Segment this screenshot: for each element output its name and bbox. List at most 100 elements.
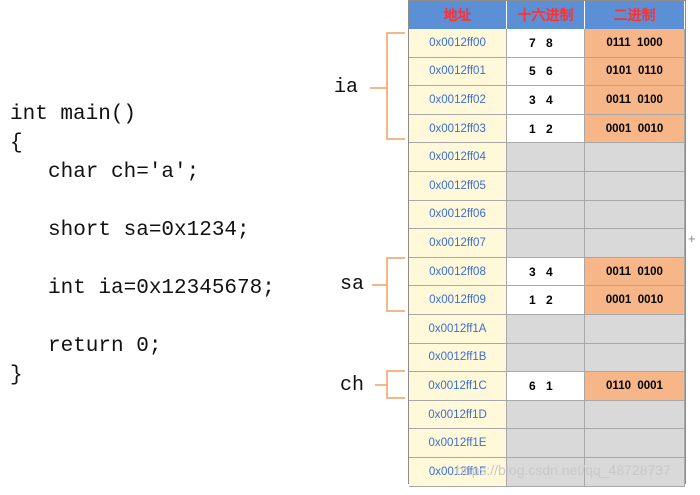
hex-cell [507,343,585,373]
code-line: } [10,364,23,387]
address-cell: 0x0012ff1A [409,314,507,344]
hex-digit: 8 [546,35,553,50]
binary-cell [585,343,685,373]
hex-cell [507,143,585,172]
binary-cell [585,143,685,172]
hex-digit: 2 [546,121,553,136]
hex-digit: 3 [529,264,536,279]
code-line: char ch='a'; [48,161,200,184]
hex-cell [507,457,585,487]
hex-digit: 6 [529,378,536,393]
label-ia: ia [334,76,359,99]
hex-cell [507,171,585,201]
label-ch: ch [340,374,365,397]
address-cell: 0x0012ff08 [409,257,507,287]
address-cell: 0x0012ff1B [409,343,507,373]
binary-cell [585,171,685,201]
table-row: 0x0012ff1B [409,343,685,373]
binary-cell: 0111 1000 [585,29,685,58]
binary-cell [585,457,685,487]
header-binary: 二进制 [585,1,685,29]
hex-digit: 7 [529,35,536,50]
table-header: 地址 十六进制 二进制 [409,1,685,29]
hex-cell [507,400,585,430]
hex-digit: 6 [546,64,553,79]
hex-digit: 1 [529,121,536,136]
table-row: 0x0012ff07 [409,229,685,258]
address-cell: 0x0012ff04 [409,143,507,172]
address-cell: 0x0012ff06 [409,200,507,230]
binary-cell: 0011 0100 [585,86,685,115]
address-cell: 0x0012ff07 [409,229,507,258]
code-line: int main() [10,103,137,126]
address-cell: 0x0012ff1C [409,372,507,401]
hex-digit: 3 [529,92,536,107]
binary-cell [585,229,685,258]
code-line: { [10,132,23,155]
hex-digit: 4 [546,92,553,107]
address-cell: 0x0012ff1D [409,400,507,430]
table-row: 0x0012ff05 [409,171,685,201]
hex-cell [507,429,585,458]
hex-digit: 1 [529,293,536,308]
sa-bracket [386,257,405,312]
binary-cell: 0110 0001 [585,372,685,401]
address-cell: 0x0012ff03 [409,114,507,144]
address-cell: 0x0012ff09 [409,286,507,315]
binary-cell: 0101 0110 [585,57,685,87]
hex-digit: 4 [546,264,553,279]
hex-digit: 5 [529,64,536,79]
table-row: 0x0012ff1A [409,314,685,344]
table-row: 0x0012ff1E [409,429,685,458]
address-cell: 0x0012ff1E [409,429,507,458]
binary-cell [585,400,685,430]
code-block: int main() { char ch='a'; short sa=0x1234; i… [10,100,275,390]
binary-cell [585,314,685,344]
binary-cell: 0001 0010 [585,286,685,315]
binary-cell [585,429,685,458]
plus-icon: + [688,231,696,246]
hex-digit: 2 [546,293,553,308]
table-row: 0x0012ff06 [409,200,685,230]
table-row: 0x0012ff04 [409,143,685,172]
hex-cell [507,229,585,258]
binary-cell: 0001 0010 [585,114,685,144]
watermark: https://blog.csdn.net/qq_48728737 [456,462,671,478]
binary-cell [585,200,685,230]
table-row: 0x0012ff1D [409,400,685,430]
table-row: 0x0012ff1F [409,457,685,487]
ia-bracket [386,32,405,140]
address-cell: 0x0012ff05 [409,171,507,201]
address-cell: 0x0012ff02 [409,86,507,115]
code-line: return 0; [48,335,162,358]
hex-cell [507,200,585,230]
address-cell: 0x0012ff01 [409,57,507,87]
hex-digit: 1 [546,378,553,393]
code-line: short sa=0x1234; [48,219,250,242]
label-sa: sa [340,273,365,296]
address-cell: 0x0012ff1F [409,457,507,487]
ch-bracket [386,370,405,399]
code-line: int ia=0x12345678; [48,277,275,300]
hex-cell [507,314,585,344]
binary-cell: 0011 0100 [585,257,685,287]
address-cell: 0x0012ff00 [409,29,507,58]
header-address: 地址 [409,1,507,29]
